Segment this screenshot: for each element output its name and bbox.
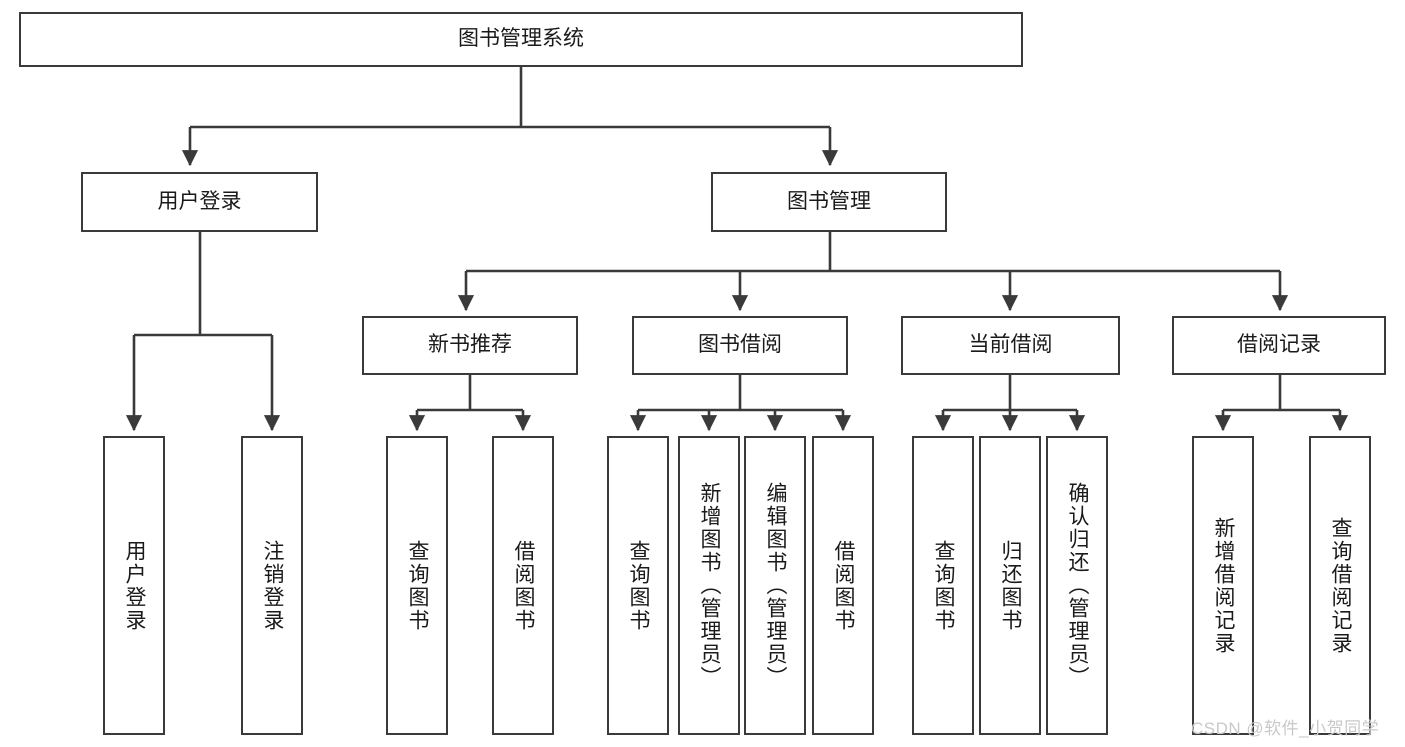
node-label: 注销登录 xyxy=(261,539,285,632)
leaf-current-return-book[interactable]: 归还图书 xyxy=(979,436,1041,735)
node-label: 图书管理系统 xyxy=(458,27,584,51)
node-book-management[interactable]: 图书管理 xyxy=(711,172,947,232)
node-label: 用户登录 xyxy=(157,189,242,213)
leaf-borrow-edit-book-admin[interactable]: 编辑图书（管理员） xyxy=(744,436,806,735)
node-label: 编辑图书（管理员） xyxy=(764,482,788,689)
node-label: 借阅图书 xyxy=(832,539,856,632)
node-new-book-recommend[interactable]: 新书推荐 xyxy=(362,316,578,375)
leaf-current-confirm-return-admin[interactable]: 确认归还（管理员） xyxy=(1046,436,1108,735)
node-user-login[interactable]: 用户登录 xyxy=(81,172,318,232)
leaf-current-query-book[interactable]: 查询图书 xyxy=(912,436,974,735)
node-label: 查询图书 xyxy=(406,539,430,632)
leaf-record-query-record[interactable]: 查询借阅记录 xyxy=(1309,436,1371,735)
node-label: 查询图书 xyxy=(932,539,956,632)
leaf-recommend-borrow-book[interactable]: 借阅图书 xyxy=(492,436,554,735)
node-label: 新增图书（管理员） xyxy=(698,482,722,689)
node-label: 确认归还（管理员） xyxy=(1066,482,1090,689)
node-label: 查询借阅记录 xyxy=(1329,516,1353,655)
leaf-user-login-logout[interactable]: 注销登录 xyxy=(241,436,303,735)
node-label: 用户登录 xyxy=(123,539,147,632)
node-label: 新书推荐 xyxy=(428,333,512,357)
csdn-watermark: CSDN @软件_小贺同学 xyxy=(1191,719,1380,738)
leaf-record-add-record[interactable]: 新增借阅记录 xyxy=(1192,436,1254,735)
leaf-borrow-query-book[interactable]: 查询图书 xyxy=(607,436,669,735)
node-label: 归还图书 xyxy=(999,539,1023,632)
node-label: 当前借阅 xyxy=(968,333,1053,357)
node-label: 图书管理 xyxy=(787,189,871,213)
node-label: 新增借阅记录 xyxy=(1212,516,1236,655)
leaf-recommend-query-book[interactable]: 查询图书 xyxy=(386,436,448,735)
node-book-borrow[interactable]: 图书借阅 xyxy=(632,316,848,375)
node-root-book-management-system[interactable]: 图书管理系统 xyxy=(19,12,1023,67)
node-label: 借阅图书 xyxy=(512,539,536,632)
leaf-borrow-add-book-admin[interactable]: 新增图书（管理员） xyxy=(678,436,740,735)
node-current-borrow[interactable]: 当前借阅 xyxy=(901,316,1120,375)
node-label: 借阅记录 xyxy=(1237,333,1321,357)
node-label: 查询图书 xyxy=(627,539,651,632)
leaf-borrow-borrow-book[interactable]: 借阅图书 xyxy=(812,436,874,735)
node-label: 图书借阅 xyxy=(698,333,782,357)
node-borrow-record[interactable]: 借阅记录 xyxy=(1172,316,1386,375)
leaf-user-login-login[interactable]: 用户登录 xyxy=(103,436,165,735)
